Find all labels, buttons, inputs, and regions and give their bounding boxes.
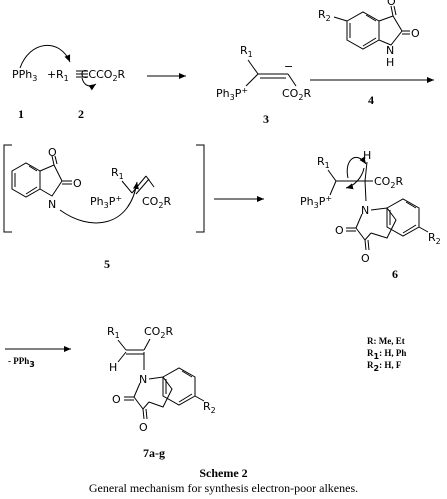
compound-label-1: 1 <box>18 107 24 121</box>
bracket-right <box>196 144 205 233</box>
caption-text: General mechanism for synthesis electron… <box>89 481 358 495</box>
product-o1: O <box>112 393 121 406</box>
int3-r1: R1 <box>240 44 253 59</box>
isatin-h: H <box>386 56 394 69</box>
int3-minus: − <box>284 60 293 73</box>
int3-ph3p: Ph3P+ <box>216 86 248 102</box>
int5-n: N <box>48 198 56 211</box>
isatin-o1: O <box>387 0 396 8</box>
product-h: H <box>109 361 117 374</box>
int6-o1: O <box>335 224 344 237</box>
product-n: N <box>139 373 147 386</box>
int5-ph3p: Ph3P+ <box>90 194 122 210</box>
product-co2r: CO2R <box>144 325 173 340</box>
int6-ph3p: Ph3P+ <box>300 194 332 210</box>
compound-label-3: 3 <box>263 112 269 126</box>
curved-arrow-electron-shift <box>81 77 97 91</box>
reagent-pph3: PPh3 <box>12 68 37 83</box>
isatin-r2: R2 <box>318 8 331 23</box>
product-benzene-ring <box>162 367 196 406</box>
isatin-n: N <box>386 44 394 57</box>
plus-sign: + <box>47 68 56 81</box>
bracket-left <box>3 144 12 233</box>
int3-co2r: CO2R <box>282 87 311 102</box>
int5-co2r: CO2R <box>142 195 171 210</box>
product-r1: R1 <box>107 325 120 340</box>
int5-benzene-ring <box>11 162 41 198</box>
legend-r: R: Me, Et <box>367 336 405 346</box>
int6-r2: R2 <box>428 231 441 246</box>
curved-arrow-nucleophilic-attack <box>59 181 139 224</box>
product-r2: R2 <box>203 400 216 415</box>
curved-arrow-proton-transfer <box>345 167 365 190</box>
int5-r1: R1 <box>111 166 124 181</box>
compound-label-5: 5 <box>104 257 110 271</box>
int6-co2r: CO2R <box>374 175 403 190</box>
int6-benzene-ring <box>386 198 420 237</box>
int6-o2: O <box>361 252 370 265</box>
int5-o1: O <box>48 146 57 159</box>
isatin-benzene-ring <box>346 11 380 50</box>
curved-arrow-attack <box>19 45 71 69</box>
caption-title: Scheme 2 <box>199 466 247 480</box>
curved-arrow-bond-shift <box>346 156 367 179</box>
product-o2: O <box>139 421 148 434</box>
compound-label-7: 7a-g <box>143 446 165 460</box>
elimination-label: - PPh3 <box>8 356 35 369</box>
compound-label-4: 4 <box>368 93 374 107</box>
compound-label-6: 6 <box>392 267 398 281</box>
compound-label-2: 2 <box>78 107 84 121</box>
legend-r2: R2: H, F <box>367 360 402 373</box>
isatin-o2: O <box>411 27 420 40</box>
int6-n: N <box>361 204 369 217</box>
int5-o2: O <box>73 177 82 190</box>
legend-r1: R1: H, Ph <box>367 348 406 361</box>
int6-r1: R1 <box>317 155 330 170</box>
int6-h: H <box>363 149 371 162</box>
